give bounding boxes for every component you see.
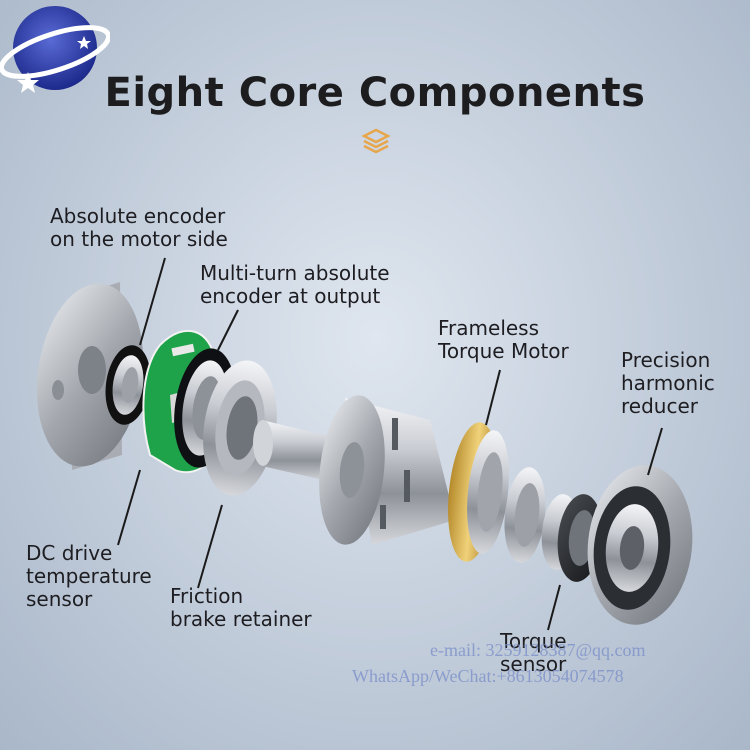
leader-frameless xyxy=(485,369,501,426)
leader-multi-turn xyxy=(217,309,239,351)
page-title: Eight Core Components xyxy=(104,70,646,116)
label-friction-brake-retainer: Friction brake retainer xyxy=(170,584,312,631)
label-multi-turn-encoder: Multi-turn absolute encoder at output xyxy=(200,261,390,308)
watermark-whatsapp: WhatsApp/WeChat:+8613054074578 xyxy=(352,666,624,686)
star-icon xyxy=(17,72,39,93)
label-dc-drive-temperature-sensor: DC drive temperature sensor xyxy=(26,541,152,611)
leader-dc-drive xyxy=(117,469,141,546)
leader-friction xyxy=(197,504,223,589)
leader-harmonic xyxy=(647,427,663,476)
label-torque-sensor: Torque sensor xyxy=(500,629,567,676)
stacked-layers-icon xyxy=(361,128,391,154)
watermark-email: e-mail: 3259128387@qq.com xyxy=(430,640,646,660)
leader-abs-encoder xyxy=(139,257,166,346)
label-abs-encoder-motor-side: Absolute encoder on the motor side xyxy=(50,204,228,251)
star-icon xyxy=(77,36,91,49)
leader-torque xyxy=(547,584,561,631)
frameless-torque-motor xyxy=(448,422,509,562)
rotor-ring xyxy=(504,467,546,563)
absolute-encoder-motor-side xyxy=(105,345,151,425)
label-precision-harmonic-reducer: Precision harmonic reducer xyxy=(621,348,715,418)
shaft xyxy=(253,420,332,482)
leader-lines xyxy=(117,257,663,631)
harmonic-reducer-part xyxy=(587,465,693,625)
label-frameless-torque-motor: Frameless Torque Motor xyxy=(438,316,569,363)
brand-logo xyxy=(0,6,110,93)
motor-housing xyxy=(319,395,455,545)
